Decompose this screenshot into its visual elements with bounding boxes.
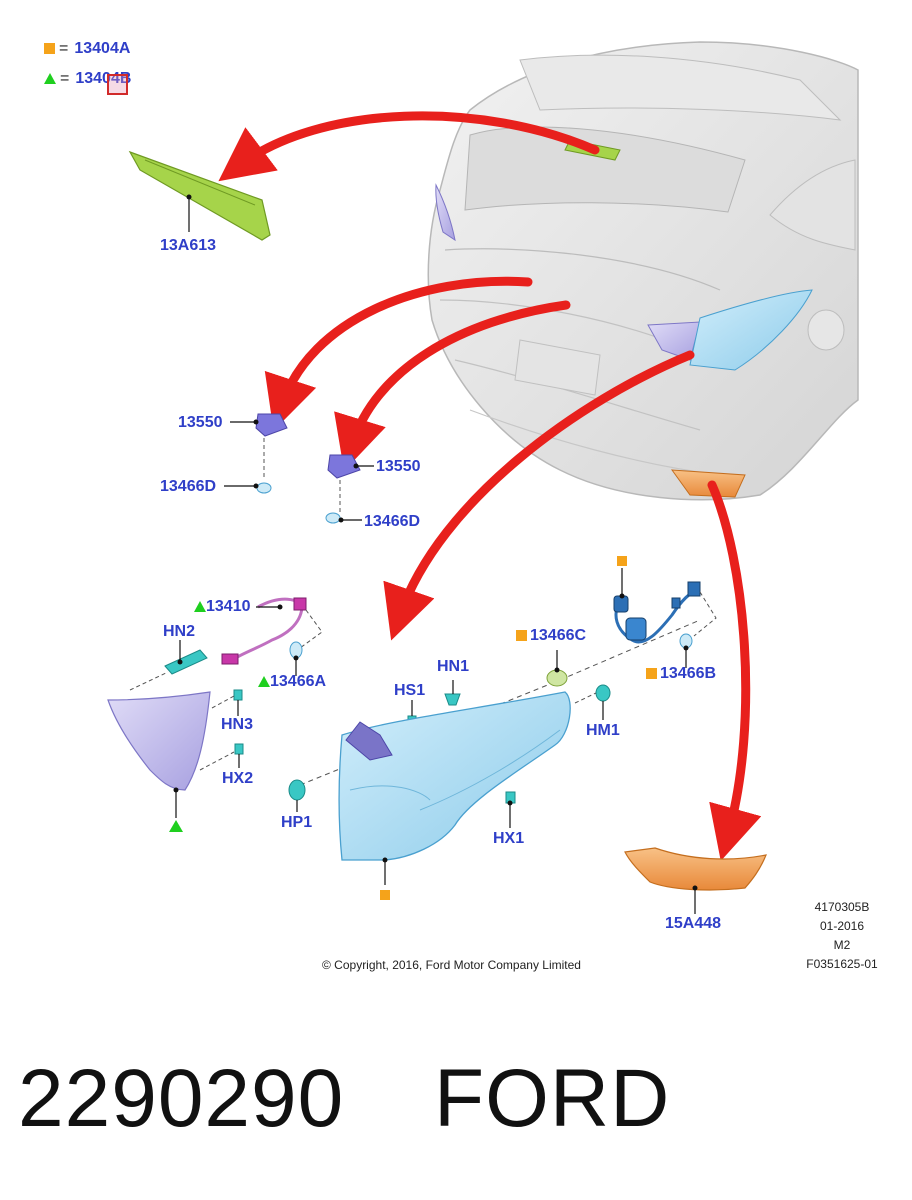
- part-label-13466A[interactable]: 13466A: [258, 673, 326, 691]
- part-label-HX2[interactable]: HX2: [222, 770, 254, 787]
- legend-square-value: 13404A: [74, 40, 131, 57]
- part-label-HX1[interactable]: HX1: [493, 830, 525, 847]
- vehicle-rear-illustration: [427, 41, 859, 501]
- part-label-HN2[interactable]: HN2: [163, 623, 196, 640]
- legend-square-row: = 13404A: [44, 40, 130, 58]
- orange-square-icon: [646, 668, 657, 680]
- part-label-13466C[interactable]: 13466C: [516, 627, 586, 645]
- part-label-13A613[interactable]: 13A613: [160, 237, 217, 254]
- legend-equals: =: [59, 40, 69, 57]
- part-label-13410[interactable]: 13410: [194, 598, 251, 616]
- drawing-revision: M2: [833, 938, 851, 952]
- part-label-HP1[interactable]: HP1: [281, 814, 313, 831]
- copyright-notice: © Copyright, 2016, Ford Motor Company Li…: [322, 958, 581, 972]
- part-label-13466B[interactable]: 13466B: [646, 665, 716, 683]
- green-triangle-icon: [194, 601, 206, 613]
- quarter-lamp-group: [107, 597, 323, 832]
- drawing-date: 01-2016: [819, 919, 865, 933]
- rear-reflector: [624, 847, 767, 914]
- part-label-13550-right[interactable]: 13550: [376, 458, 421, 475]
- part-label-HN3[interactable]: HN3: [221, 716, 254, 733]
- high-mount-stop-lamp: [128, 150, 271, 241]
- tail-lamp-group: [288, 556, 717, 900]
- drawing-id: 4170305B: [814, 900, 870, 914]
- licence-lamp-right: [325, 454, 374, 524]
- green-triangle-icon: [44, 73, 56, 85]
- licence-lamp-left: [224, 413, 288, 494]
- part-label-HM1[interactable]: HM1: [586, 722, 620, 739]
- caption-brand: FORD: [434, 1053, 671, 1144]
- selection-highlight: [107, 74, 128, 95]
- part-label-13466D-left[interactable]: 13466D: [160, 478, 217, 495]
- part-label-15A448[interactable]: 15A448: [665, 915, 722, 932]
- caption-part-number: 2290290: [18, 1053, 345, 1144]
- drawing-reference: F0351625-01: [806, 957, 878, 971]
- callout-arrows: [218, 111, 762, 862]
- green-triangle-icon: [258, 676, 270, 688]
- orange-square-icon: [44, 43, 55, 55]
- part-label-13466D-right[interactable]: 13466D: [364, 513, 421, 530]
- part-label-13550-left[interactable]: 13550: [178, 414, 223, 431]
- exploded-parts-diagram: [107, 41, 859, 914]
- part-label-HN1[interactable]: HN1: [437, 658, 470, 675]
- legend-equals: =: [60, 70, 70, 87]
- orange-square-icon: [516, 630, 527, 642]
- part-label-HS1[interactable]: HS1: [394, 682, 426, 699]
